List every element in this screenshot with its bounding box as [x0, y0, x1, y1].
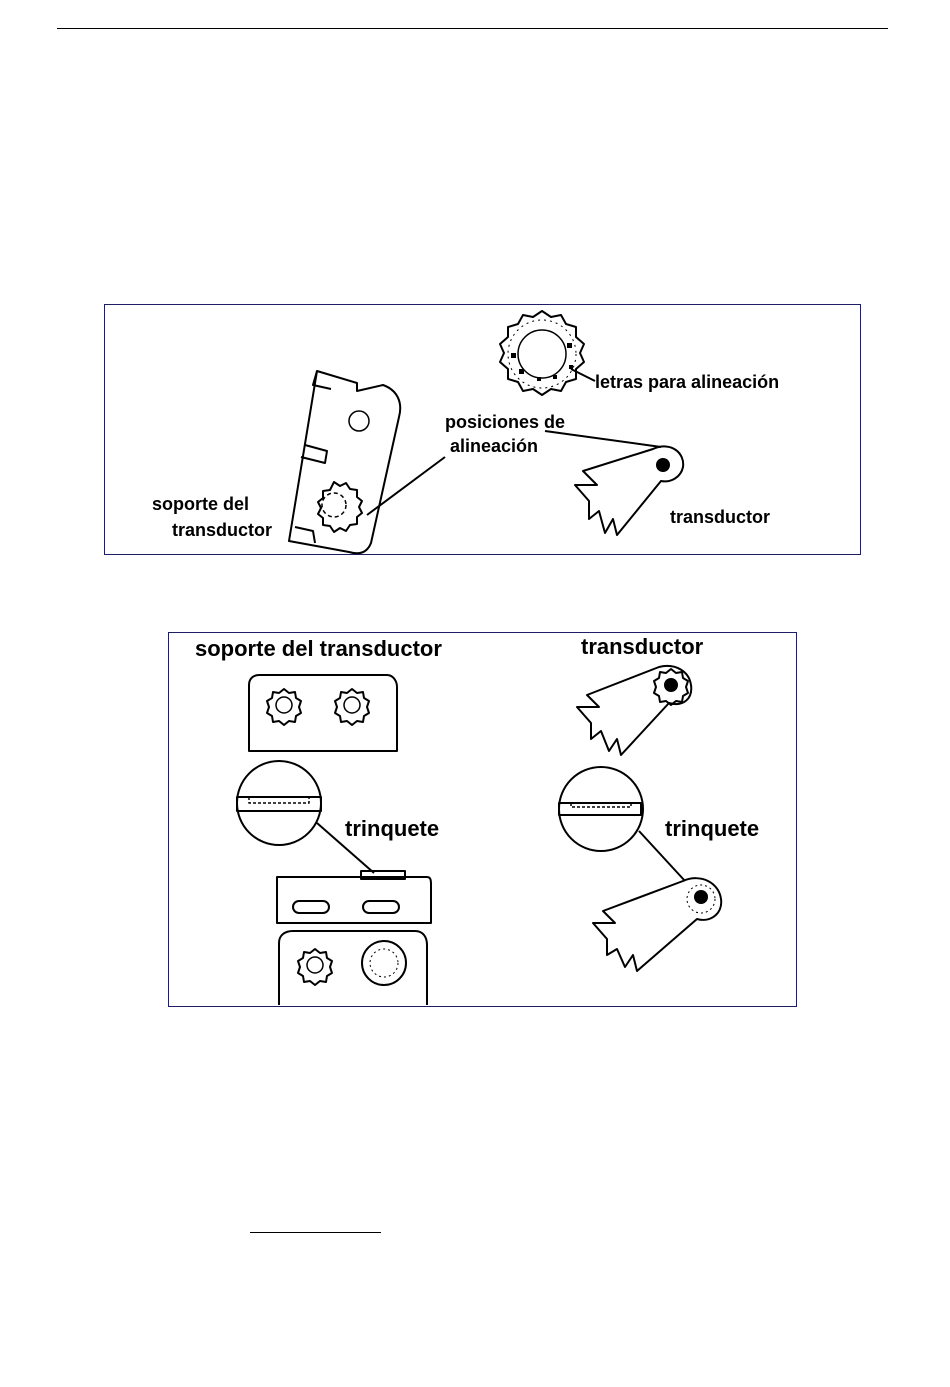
ratchet-detail-left — [237, 761, 321, 845]
transducer-pivot-icon-side — [694, 890, 708, 904]
transducer-pivot-icon-top — [664, 678, 678, 692]
label-alignment-letters: letras para alineación — [595, 373, 779, 393]
label-bracket-2: transductor — [172, 521, 272, 541]
label-bracket: soporte del transductor — [195, 637, 442, 661]
label-ratchet-left: trinquete — [345, 817, 439, 841]
bracket-top-view — [249, 675, 397, 751]
label-alignment-positions-1: posiciones de — [445, 413, 565, 433]
label-ratchet-right: trinquete — [665, 817, 759, 841]
footnote-rule — [250, 1232, 381, 1233]
transducer-leader — [545, 431, 661, 447]
ratchet-figure: soporte del transductor transductor trin… — [168, 632, 797, 1007]
bracket-bottom-view — [279, 931, 427, 1005]
ratchet-detail-right — [559, 767, 643, 851]
label-transducer: transductor — [670, 508, 770, 528]
header-rule — [57, 28, 888, 29]
label-bracket-1: soporte del — [152, 495, 249, 515]
label-alignment-positions-2: alineación — [450, 437, 538, 457]
alignment-marks — [511, 343, 573, 381]
alignment-positions-leader — [367, 457, 445, 515]
label-transducer-top: transductor — [581, 635, 703, 659]
bracket-alignment-gear — [318, 482, 362, 532]
bracket-outline — [289, 371, 400, 553]
bracket-side-view — [277, 871, 431, 923]
alignment-figure: letras para alineación posiciones de ali… — [104, 304, 861, 555]
bracket-mount-hole — [349, 411, 369, 431]
transducer-pivot-icon — [656, 458, 670, 472]
